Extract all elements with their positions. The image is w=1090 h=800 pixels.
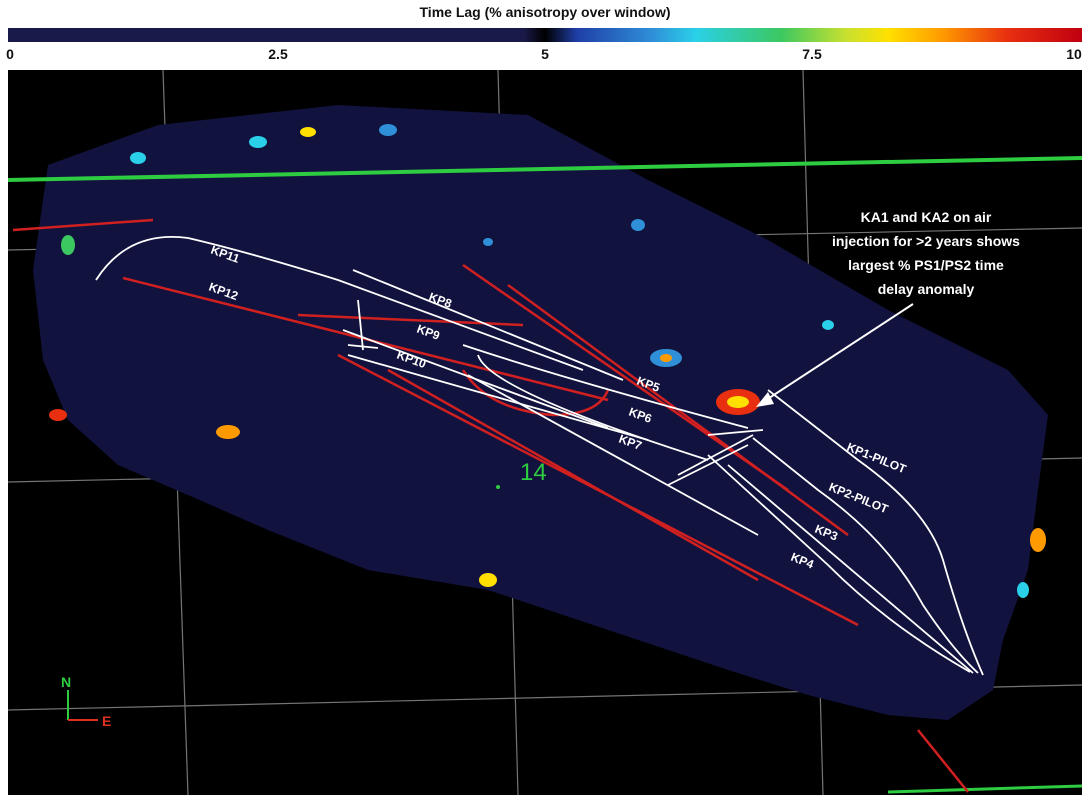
well-kp8 <box>352 269 624 381</box>
compass-east-label: E <box>102 713 111 729</box>
section-number: 14 <box>520 459 547 486</box>
annotation-line-2: injection for >2 years shows <box>832 233 1020 249</box>
annotation-arrowhead <box>756 392 774 407</box>
colorbar-header: Time Lag (% anisotropy over window) 0 2.… <box>0 0 1090 68</box>
well-stub <box>667 444 749 486</box>
fault-line <box>917 729 969 793</box>
map-canvas: KP11 KP12 KP8 KP9 KP10 KP5 KP6 KP7 KP1-P… <box>8 70 1082 795</box>
well-kp6 <box>477 354 709 461</box>
compass: N E <box>61 674 111 729</box>
anomaly-hotspots <box>49 124 1046 598</box>
colorbar-title: Time Lag (% anisotropy over window) <box>419 4 671 20</box>
colorbar-tick-7-5: 7.5 <box>802 46 822 62</box>
colorbar-tick-2-5: 2.5 <box>268 46 288 62</box>
annotation-arrow <box>759 303 914 405</box>
fault-curve <box>461 369 610 417</box>
colorbar <box>8 28 1082 42</box>
colorbar-tick-10: 10 <box>1066 46 1082 62</box>
well-stub <box>707 429 764 436</box>
well-kp2-pilot <box>752 437 979 674</box>
annotation-line-1: KA1 and KA2 on air <box>861 209 992 225</box>
well-kp4 <box>707 454 971 673</box>
pipeline <box>887 784 1082 794</box>
fault-line <box>387 368 759 582</box>
compass-north-label: N <box>61 674 71 690</box>
annotation: KA1 and KA2 on air injection for >2 year… <box>832 209 1020 297</box>
well-stub <box>677 434 754 476</box>
fault-line <box>12 218 154 232</box>
colorbar-tick-0: 0 <box>6 46 14 62</box>
well-kp1-pilot <box>767 389 984 676</box>
seismic-map[interactable]: KP11 KP12 KP8 KP9 KP10 KP5 KP6 KP7 KP1-P… <box>8 70 1082 795</box>
annotation-line-4: delay anomaly <box>878 281 975 297</box>
well-stub <box>347 344 379 349</box>
fault-line <box>507 283 849 537</box>
colorbar-tick-5: 5 <box>541 46 549 62</box>
well-kp10 <box>347 354 649 441</box>
well-kp7 <box>467 374 759 536</box>
well-kp3 <box>727 464 974 674</box>
well-stub <box>357 299 364 351</box>
well-kp11 <box>95 236 584 371</box>
faults <box>12 218 969 793</box>
well-kp5 <box>462 344 749 429</box>
section-marker <box>496 485 500 489</box>
wells <box>95 236 984 676</box>
annotation-line-3: largest % PS1/PS2 time <box>848 257 1004 273</box>
pipeline <box>8 156 1082 182</box>
